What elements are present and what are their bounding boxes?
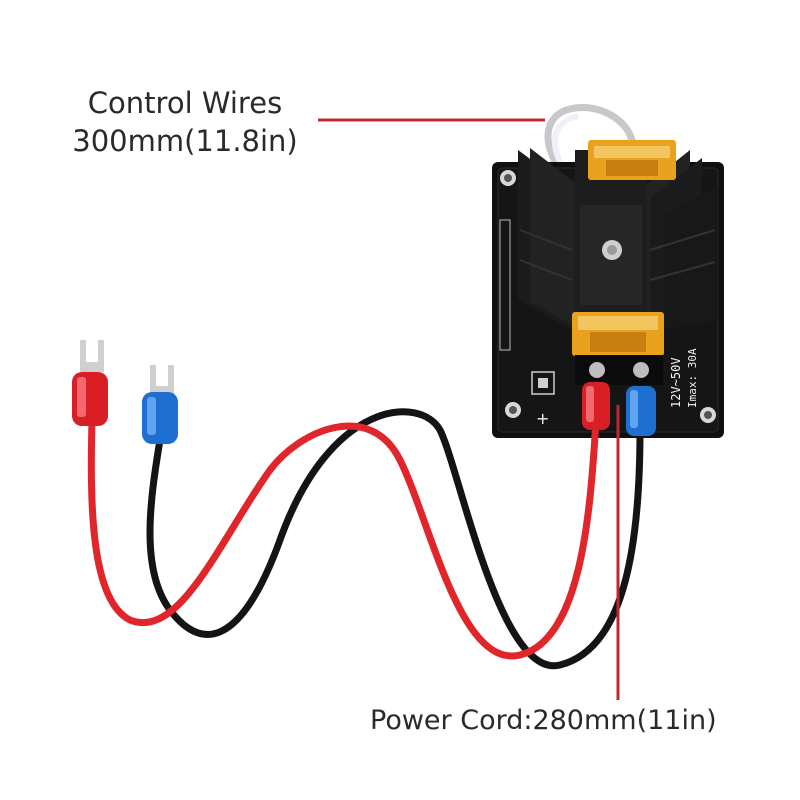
power-cord-annotation: Power Cord:280mm(11in) [370,705,717,736]
control-wires-annotation: Control Wires 300mm(11.8in) [70,84,300,160]
board-current-marking: Imax: 30A [686,348,699,408]
fork-terminal-red [72,340,108,426]
terminal-blue-board [626,386,656,436]
terminal-red-board [582,382,610,430]
board-voltage-marking: 12V~50V [669,357,683,408]
fuse-top [588,140,676,180]
control-wire-grey [544,104,644,172]
wire-red [87,419,600,660]
fuse-bottom [572,312,664,356]
fork-terminal-blue [142,365,178,444]
heatsink [518,148,718,340]
terminal-block [575,355,663,385]
control-wires-title: Control Wires [87,86,283,120]
control-wires-length: 300mm(11.8in) [72,124,298,158]
board-plus-marking: + [536,409,549,428]
